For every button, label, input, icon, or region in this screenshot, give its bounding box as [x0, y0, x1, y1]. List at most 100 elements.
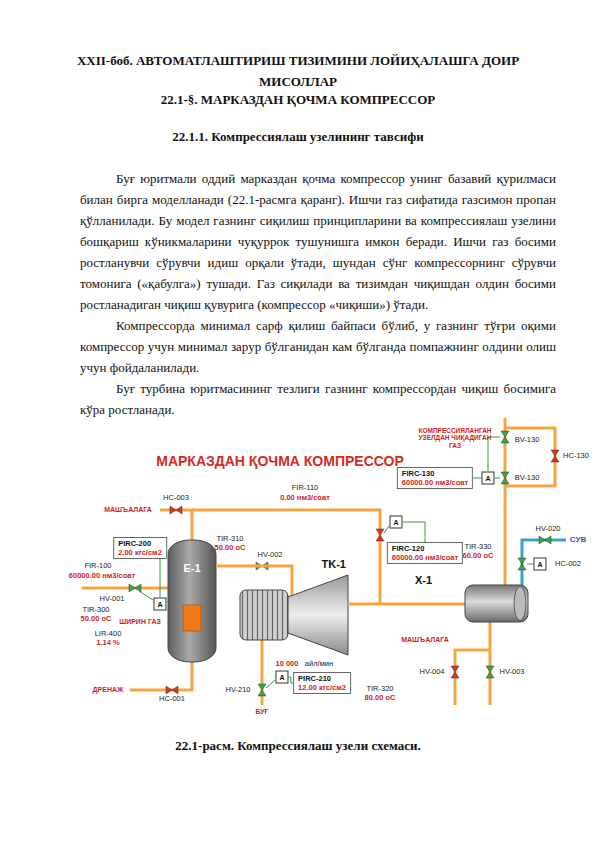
diagram-label: HV-004 [419, 668, 444, 676]
diagram-label: HV-002 [257, 551, 282, 559]
diagram-label: 50.00 оС [215, 544, 246, 552]
diagram-label: ШИРИН ГАЗ [119, 618, 161, 626]
diagram-label: TIR-330 [464, 543, 491, 551]
diagram-label: HC-003 [163, 494, 189, 502]
node-text: 2.00 кгс/см2 [118, 548, 162, 557]
diagram-label: МАШЪАЛАГА [401, 636, 449, 644]
diagram-label: HV-020 [535, 525, 560, 533]
valve [518, 558, 526, 570]
diagram-label: FIR-100 [84, 562, 111, 570]
pipes [82, 418, 555, 705]
node-text: A [537, 559, 542, 570]
diagram-label: 60.00 оС [463, 552, 494, 560]
section-heading: 22.1-§. МАРКАЗДАН ҚОЧМА КОМПРЕССОР [161, 92, 436, 108]
inlet-pipe [82, 587, 168, 590]
recycle-pipe [192, 510, 380, 604]
node-text: FIRC-130 [402, 469, 468, 478]
process-pipe [216, 566, 292, 575]
diagram-label: 0.00 нм3/соат [280, 494, 330, 502]
diagram-label: HV-210 [225, 686, 250, 694]
instrument-box: PIRC-2002.00 кгс/см2 [113, 537, 167, 559]
diagram-label: БУҒ [255, 708, 268, 716]
diagram-label: ДРЕНАЖ [93, 686, 124, 694]
diagram-label: КОМПРЕССИЯЛАНГАН УЗЕЛДАН ЧИҚАДИГАН ГАЗ [413, 427, 497, 449]
drain-pipe [130, 662, 192, 690]
diagram-label: 1.14 % [96, 639, 119, 647]
valve [539, 536, 551, 544]
node-text: A [279, 672, 284, 683]
valves [129, 431, 559, 696]
signal-line [384, 526, 389, 533]
node-text: PIRC-200 [118, 539, 162, 548]
instrument-box: FIRC-13060000.00 нм3/соат [397, 467, 473, 489]
node-text: E-1 [168, 540, 216, 574]
separator-vessel [168, 540, 216, 662]
diagram-label: HV-003 [499, 668, 524, 676]
node-text: TK-1 [322, 558, 346, 570]
figure-caption: 22.1-расм. Компрессиялаш узели схемаси. [60, 738, 536, 754]
equipment-node: X-1 [412, 572, 530, 622]
signal-lines [139, 437, 533, 688]
diagram-label: LIR-400 [95, 630, 122, 638]
diagram-label: TIR-310 [216, 535, 243, 543]
valve [258, 684, 266, 696]
diagram-label: МАРКАЗДАН ҚОЧМА КОМПРЕССОР [156, 454, 404, 469]
node-text: 60000.00 нм3/соат [402, 478, 468, 487]
valve [166, 686, 178, 694]
valve [376, 529, 384, 541]
diagram-label: HC-002 [555, 560, 581, 568]
cooler-drain-pipe [455, 622, 490, 705]
node-text: A [393, 517, 398, 528]
valve [486, 666, 494, 678]
signal-line [160, 559, 161, 598]
paragraph: Компрессорда минимал сарф қилиш байпаси … [80, 315, 556, 378]
valve [129, 584, 141, 592]
valve [170, 506, 182, 514]
valve [551, 450, 559, 462]
diagram-label: МАШЪАЛАГА [104, 506, 152, 514]
paragraph: Буғ турбина юритмасининг тезлиги газнинг… [80, 378, 556, 420]
signal-line [527, 564, 533, 565]
diagram-label: HC-130 [563, 452, 589, 460]
actuator-box: A [153, 598, 166, 611]
suction-stub [291, 575, 294, 597]
diagram-label: 80.00 оС [365, 694, 396, 702]
flare-pipe [160, 510, 192, 540]
instrument-box: PIRC-21012.00 кгс/см2 [293, 672, 351, 694]
actuator-box: A [275, 671, 288, 684]
diagram-label: BV-130 [515, 436, 540, 444]
diagram-label: айл/мин [305, 660, 333, 668]
section-heading: 22.1.1. Компрессиялаш узелининг тавсифи [172, 129, 424, 145]
process-pipe [348, 603, 412, 606]
equipment-node: E-1 [168, 540, 216, 662]
signal-line [403, 522, 425, 542]
diagram-label: СУВ [570, 536, 586, 545]
actuator-box: A [533, 558, 546, 571]
diagram-label: TIR-300 [82, 606, 109, 614]
diagram-label: 60000.00 нм3/соат [69, 572, 135, 580]
level-indicator [183, 605, 201, 631]
chapter-title: XXII-боб. АВТОМАТЛАШТИРИШ ТИЗИМИНИ ЛОЙИҲ… [70, 50, 526, 92]
actuator-box: A [481, 472, 494, 485]
node-text: FIRC-120 [392, 544, 458, 553]
actuator-box: A [389, 516, 402, 529]
equipment-node: TK-1 [238, 575, 348, 655]
node-text: A [157, 599, 162, 610]
discharge-pipe [412, 603, 465, 606]
signal-line [266, 680, 275, 688]
bypass-pipe [505, 428, 555, 486]
valve [451, 666, 459, 678]
turbine-rotor [240, 590, 288, 640]
node-text: X-1 [412, 572, 530, 588]
diagram-label: 50.00 оС [81, 615, 112, 623]
node-text: 60000.00 нм3/соат [392, 553, 458, 562]
paragraph: Буғ юритмали оддий марказдан қочма компр… [80, 168, 556, 315]
node-text: PIRC-210 [298, 674, 346, 683]
compressor-casing [288, 575, 348, 655]
cooler-shell [465, 585, 528, 622]
valve [501, 472, 509, 484]
valve [501, 431, 509, 443]
